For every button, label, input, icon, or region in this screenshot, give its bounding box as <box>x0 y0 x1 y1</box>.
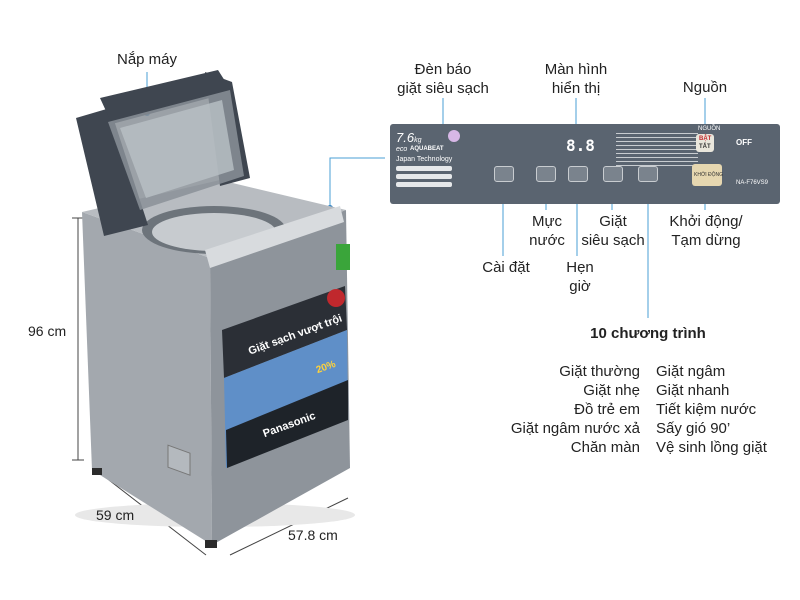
program-item: Đồ trẻ em <box>574 401 640 418</box>
machine-front-left <box>82 212 212 545</box>
power-button[interactable]: BẬT TẮT <box>696 134 714 152</box>
program-button[interactable] <box>638 166 658 182</box>
water-level-button[interactable] <box>536 166 556 182</box>
settings-button[interactable] <box>494 166 514 182</box>
label-programs-title: 10 chương trình <box>590 325 706 342</box>
program-item: Giặt nhanh <box>656 382 730 399</box>
panel-japan-tech: Japan Technology <box>396 156 453 163</box>
top-control-strip <box>205 206 344 268</box>
program-item: Giặt ngâm nước xả <box>510 420 640 437</box>
lid-frame-left <box>76 108 148 236</box>
program-item: Chăn màn <box>570 439 640 456</box>
start-pause-button[interactable]: KHỞI ĐỘNG <box>692 164 723 186</box>
programs-left-list: Giặt thường Giặt nhẹ Đồ trẻ em Giặt ngâm… <box>488 362 640 457</box>
panel-power-label: NGUỒN <box>698 126 721 132</box>
label-settings: Cài đặt <box>482 259 530 276</box>
programs-right-list: Giặt ngâm Giặt nhanh Tiết kiệm nước Sấy … <box>656 362 796 457</box>
dimension-height: 96 cm <box>28 323 67 339</box>
superclean-button[interactable] <box>603 166 623 182</box>
banner-background <box>222 286 347 378</box>
panel-connector <box>329 157 385 208</box>
energy-tag <box>336 244 350 270</box>
panel-off-label: OFF <box>736 138 752 147</box>
panel-feature-strip-3 <box>396 182 452 187</box>
panel-feature-strip-2 <box>396 174 452 179</box>
lid-frame-top <box>100 70 232 124</box>
panel-feature-strip-1 <box>396 166 452 171</box>
dimension-depth: 59 cm <box>96 507 135 523</box>
timer-button[interactable] <box>568 166 588 182</box>
label-timer: Hẹn giờ <box>566 259 594 295</box>
panel-model: NA-F76VS9 <box>736 180 769 186</box>
label-water-level: Mực nước <box>529 213 565 249</box>
label-lid: Nắp máy <box>116 51 178 68</box>
label-start-pause: Khởi động/ Tạm dừng <box>669 213 743 249</box>
label-indicator: Đèn báo giặt siêu sạch <box>397 61 489 97</box>
program-item: Sấy gió 90’ <box>656 420 731 437</box>
program-item: Vệ sinh lồng giặt <box>656 439 767 456</box>
width-dimension-line <box>229 497 349 556</box>
label-superclean: Giặt siêu sạch <box>581 213 645 249</box>
panel-program-list-2 <box>650 130 698 166</box>
program-item: Giặt ngâm <box>656 363 726 380</box>
program-item: Tiết kiệm nước <box>656 401 757 418</box>
dimension-width: 57.8 cm <box>288 527 338 543</box>
control-panel-closeup: 7.6kg eco AQUABEAT Japan Technology 8.8 … <box>390 124 780 204</box>
panel-capacity: 7.6kg <box>396 130 422 145</box>
promo-badge <box>327 289 345 307</box>
superclean-indicator-icon <box>448 130 460 142</box>
label-power: Nguồn <box>682 79 728 96</box>
program-item: Giặt nhẹ <box>583 382 640 399</box>
label-display: Màn hình hiển thị <box>544 61 608 97</box>
panel-display: 8.8 <box>566 136 595 155</box>
panel-aquabeat: AQUABEAT <box>410 146 444 152</box>
program-item: Giặt thường <box>559 363 640 380</box>
panel-eco: eco <box>396 146 408 153</box>
